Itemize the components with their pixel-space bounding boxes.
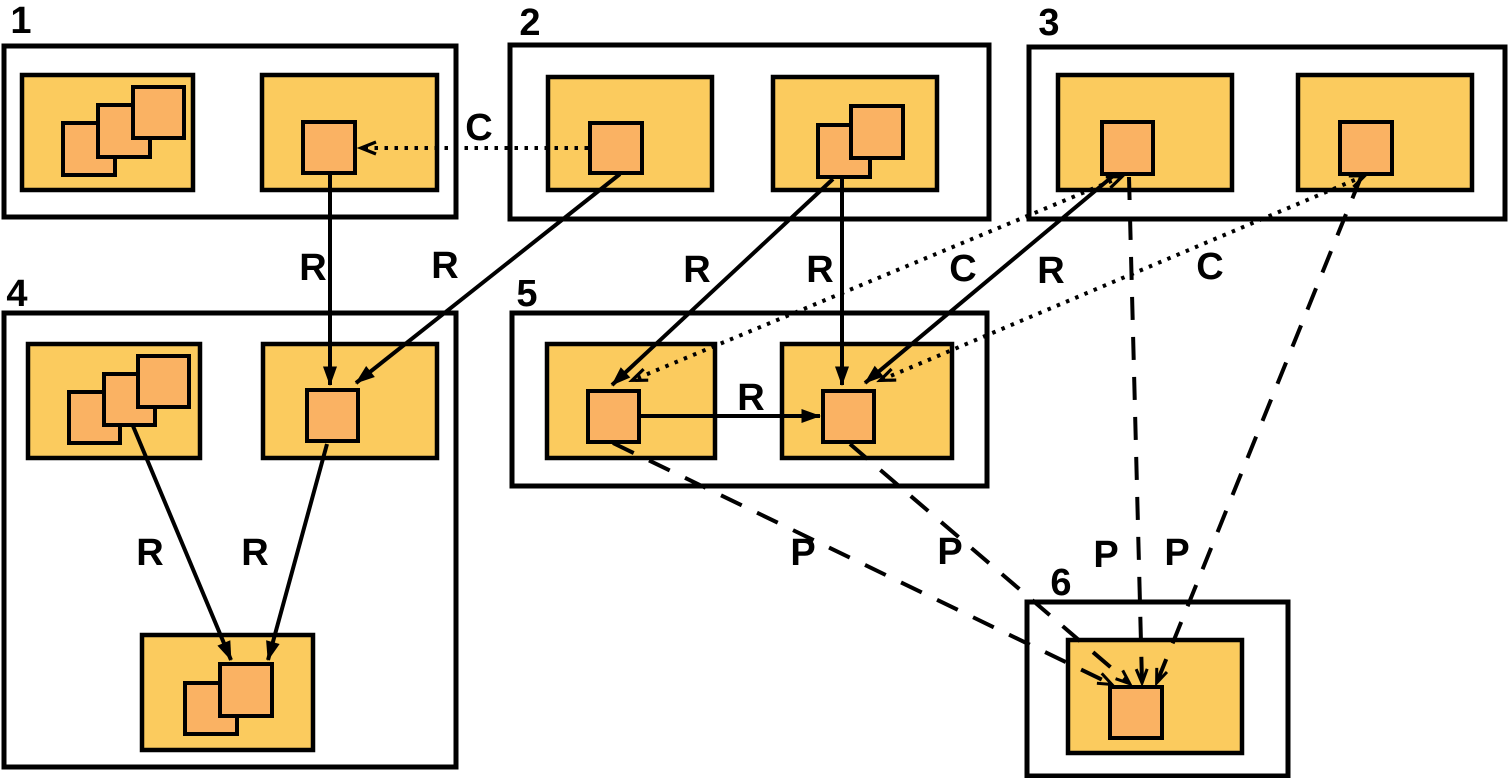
group-3-left-object — [1100, 120, 1155, 176]
group-2-right-object-front — [849, 104, 905, 160]
edge-label-r-2-5l: R — [683, 249, 710, 291]
group-5-left-object — [586, 389, 641, 444]
group-4-bottom-object-front — [218, 662, 274, 718]
edge-label-p-3r-6: P — [1164, 532, 1189, 574]
edge-label-p-5r-6: P — [937, 531, 962, 573]
group-3-label: 3 — [1038, 2, 1059, 44]
edges — [131, 148, 1364, 684]
group-1-right-object — [301, 120, 357, 175]
group-2-left-object — [588, 121, 644, 175]
group-5-right-object — [821, 389, 876, 444]
edge-label-c-3-5r: C — [1196, 246, 1223, 288]
group-1-label: 1 — [10, 0, 31, 42]
group-2 — [507, 42, 992, 222]
group-4 — [1, 310, 459, 770]
edge-r-4-left-to-bottom — [131, 425, 233, 661]
group-4-right-object — [305, 388, 360, 443]
edge-r-4-right-to-bottom — [266, 443, 329, 661]
group-6-object — [1108, 685, 1164, 740]
edge-p-5-right-to-6 — [848, 442, 1129, 683]
edge-label-c-3-5l: C — [949, 248, 976, 290]
edge-label-r-2-4: R — [431, 245, 458, 287]
edge-c-3-to-5-right — [881, 176, 1364, 380]
edge-label-p-3l-6: P — [1093, 534, 1118, 576]
group-3-right-object — [1338, 120, 1394, 176]
edge-label-r-1-4: R — [299, 247, 326, 289]
group-1 — [1, 43, 459, 220]
edge-label-r-4l-4b: R — [136, 532, 163, 574]
edge-label-r-2-5r: R — [806, 249, 833, 291]
edge-c-3-to-5-left — [633, 177, 1121, 380]
edge-label-c-2-1: C — [465, 107, 492, 149]
edge-r-2-to-4 — [354, 172, 622, 385]
edge-label-r-4r-4b: R — [241, 532, 268, 574]
group-6-label: 6 — [1050, 562, 1071, 604]
group-3 — [1026, 44, 1508, 222]
edge-p-5-left-to-6 — [612, 441, 1111, 684]
edge-p-3-left-to-6 — [1127, 176, 1142, 682]
group-4-left-object-front — [136, 354, 191, 409]
group-2-label: 2 — [519, 2, 540, 44]
group-4-label: 4 — [6, 273, 27, 315]
edge-label-p-5l-6: P — [790, 532, 815, 574]
edge-label-r-3-5r: R — [1037, 250, 1064, 292]
edge-p-3-right-to-6 — [1157, 176, 1363, 682]
group-5-label: 5 — [516, 273, 537, 315]
edge-label-r-5l-5r: R — [737, 377, 764, 419]
group-1-left-object-front — [131, 85, 186, 140]
